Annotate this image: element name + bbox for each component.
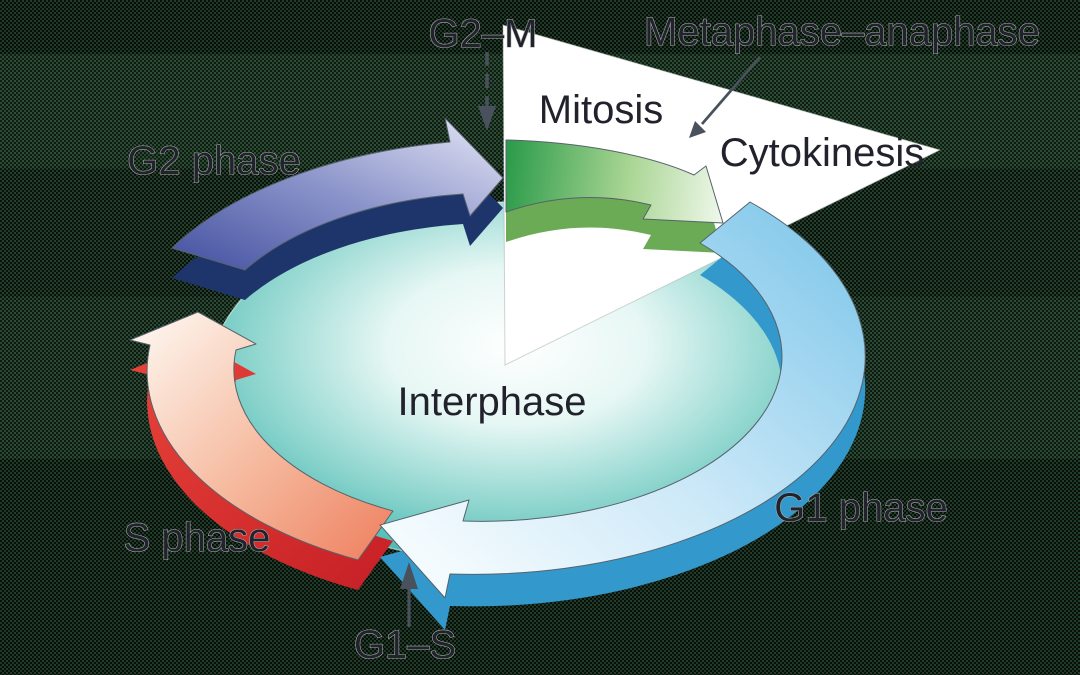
s-arrow <box>129 311 394 561</box>
g2-m-checkpoint-arrow <box>478 52 496 131</box>
metaphase-anaphase-checkpoint-arrow <box>689 56 762 138</box>
interphase-label: Interphase <box>397 380 586 424</box>
g1-arrow <box>379 201 866 599</box>
g1-arrow-side <box>380 234 866 630</box>
g1-s-checkpoint-arrow <box>400 562 418 627</box>
g2-phase-label: G2 phase <box>127 139 300 183</box>
g1-s-checkpoint-label: G1–S <box>354 623 456 667</box>
g1-phase-label: G1 phase <box>774 486 947 530</box>
g2-m-checkpoint-label: G2–M <box>429 12 538 56</box>
s-phase-label: S phase <box>124 516 271 560</box>
mitosis-arrow <box>505 139 724 224</box>
cytokinesis-label: Cytokinesis <box>720 131 925 175</box>
mitosis-label: Mitosis <box>539 88 663 132</box>
g2-arrow <box>171 117 504 271</box>
metaphase-anaphase-checkpoint-label: Metaphase–anaphase <box>644 10 1040 54</box>
